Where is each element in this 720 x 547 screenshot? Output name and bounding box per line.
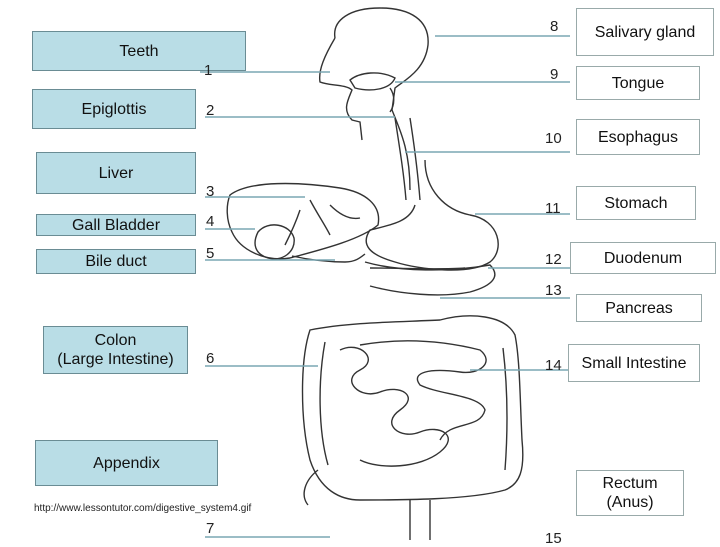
marker-2: 2 [206,102,215,119]
marker-4: 4 [206,213,215,230]
marker-10: 10 [545,130,562,147]
source-url: http://www.lessontutor.com/digestive_sys… [34,503,252,514]
marker-5: 5 [206,245,215,262]
marker-12: 12 [545,251,562,268]
label-teeth: Teeth [32,31,246,71]
label-small-intestine: Small Intestine [568,344,700,382]
label-gall-bladder: Gall Bladder [36,214,196,236]
label-esophagus: Esophagus [576,119,700,155]
label-duodenum: Duodenum [570,242,716,274]
marker-3: 3 [206,183,215,200]
label-pancreas: Pancreas [576,294,702,322]
label-epiglottis: Epiglottis [32,89,196,129]
marker-9: 9 [550,66,559,83]
marker-11: 11 [545,200,561,217]
marker-14: 14 [545,357,562,374]
label-colon: Colon (Large Intestine) [43,326,188,374]
marker-6: 6 [206,350,215,367]
label-salivary-gland: Salivary gland [576,8,714,56]
label-rectum: Rectum (Anus) [576,470,684,516]
label-liver: Liver [36,152,196,194]
label-bile-duct: Bile duct [36,249,196,274]
leader-lines [200,35,570,538]
marker-1: 1 [204,62,213,79]
label-tongue: Tongue [576,66,700,100]
marker-13: 13 [545,282,562,299]
marker-7: 7 [206,520,215,537]
label-stomach: Stomach [576,186,696,220]
label-appendix: Appendix [35,440,218,486]
marker-15: 15 [545,530,562,547]
marker-8: 8 [550,18,559,35]
